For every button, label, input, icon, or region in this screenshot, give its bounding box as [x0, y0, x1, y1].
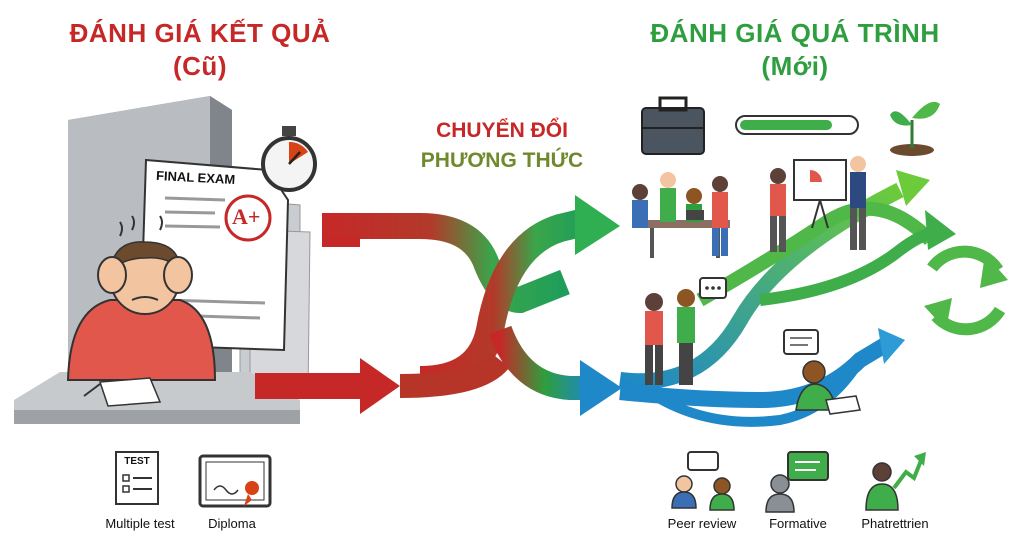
old-assessment-scene [14, 96, 317, 424]
new-assessment-scene [619, 96, 1008, 427]
growth-icon [865, 452, 926, 511]
cycle-icon [924, 245, 1008, 336]
diploma-label: Diploma [208, 516, 256, 531]
peer-review-icon [671, 451, 735, 511]
sprout-icon [890, 101, 940, 156]
briefcase-icon [641, 96, 705, 155]
transition-title: CHUYỂN ĐỔI PHƯƠNG THỨC [392, 116, 612, 176]
formative-icon [765, 451, 829, 513]
stopwatch-icon [261, 126, 317, 192]
reading-student [783, 329, 861, 415]
old-method-title-line2: (Cũ) [173, 51, 227, 81]
old-method-title: ĐÁNH GIÁ KẾT QUẢ (Cũ) [40, 18, 360, 82]
presentation-scene [770, 156, 866, 252]
multiple-test-label: Multiple test [105, 516, 175, 531]
progress-bar [735, 115, 859, 135]
peer-review-label: Peer review [667, 516, 737, 531]
new-method-title-line2: (Mới) [761, 51, 829, 81]
new-method-title-line1: ĐÁNH GIÁ QUÁ TRÌNH [650, 18, 940, 48]
discussion-pair [645, 277, 727, 385]
diploma-icon [198, 454, 272, 508]
new-method-title: ĐÁNH GIÁ QUÁ TRÌNH (Mới) [620, 18, 970, 82]
transition-title-line1: CHUYỂN ĐỔI [436, 119, 568, 142]
transition-title-line2: PHƯƠNG THỨC [420, 149, 584, 172]
exam-grade: A+ [232, 204, 261, 229]
old-method-title-line1: ĐÁNH GIÁ KẾT QUẢ [69, 18, 331, 48]
test-checklist-icon [115, 451, 159, 505]
growth-label: Phatrettrien [861, 516, 929, 531]
group-work-people [632, 172, 730, 258]
transition-arrows [255, 195, 622, 416]
formative-label: Formative [769, 516, 827, 531]
stressed-student [66, 215, 217, 381]
test-badge: TEST [124, 456, 150, 467]
